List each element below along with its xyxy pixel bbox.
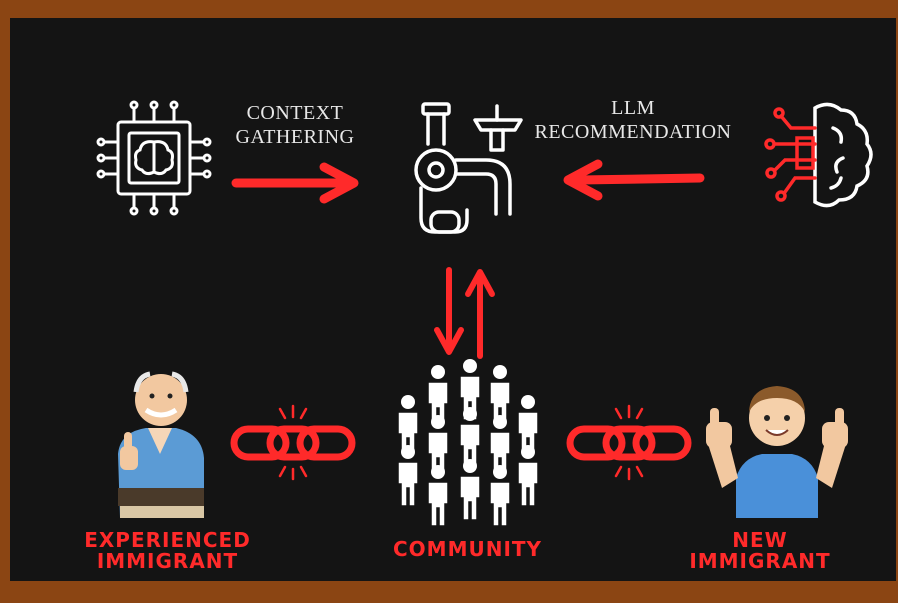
community-person (427, 365, 449, 427)
community-person (427, 465, 449, 527)
community-person (459, 459, 481, 521)
community-person (459, 359, 481, 421)
llm-recommendation-label: LLM RECOMMENDATION (534, 97, 732, 143)
community-person (427, 415, 449, 477)
community-person (489, 415, 511, 477)
community-label: COMMUNITY (392, 537, 543, 561)
community-person (517, 445, 539, 507)
community-person (489, 465, 511, 527)
context-gathering-label: CONTEXT GATHERING (235, 102, 355, 148)
broken-chain-link-icon-left (230, 404, 356, 481)
new-immigrant-illustration (706, 386, 848, 518)
broken-chain-link-icon-right (566, 404, 692, 481)
experienced-immigrant-label: EXPERIENCED IMMIGRANT (84, 528, 251, 573)
community-person (459, 407, 481, 469)
new-immigrant-label: NEW IMMIGRANT (689, 528, 831, 573)
community-person (489, 365, 511, 427)
circuit-brain-icon (764, 102, 873, 208)
community-person (517, 395, 539, 457)
experienced-immigrant-illustration (118, 371, 204, 518)
community-person (397, 445, 419, 507)
arrow-up-to-pipeline (465, 269, 495, 359)
arrow-to-pipeline (231, 162, 359, 204)
community-person (397, 395, 419, 457)
arrow-from-llm (563, 159, 705, 201)
community-crowd-icon (397, 359, 539, 527)
diagram-canvas: CONTEXT GATHERING LLM RECOMMENDATION EXP… (10, 18, 896, 581)
arrow-down-to-community (434, 267, 464, 355)
pipeline-machine-icon (414, 102, 523, 234)
ai-chip-brain-icon (96, 100, 212, 216)
